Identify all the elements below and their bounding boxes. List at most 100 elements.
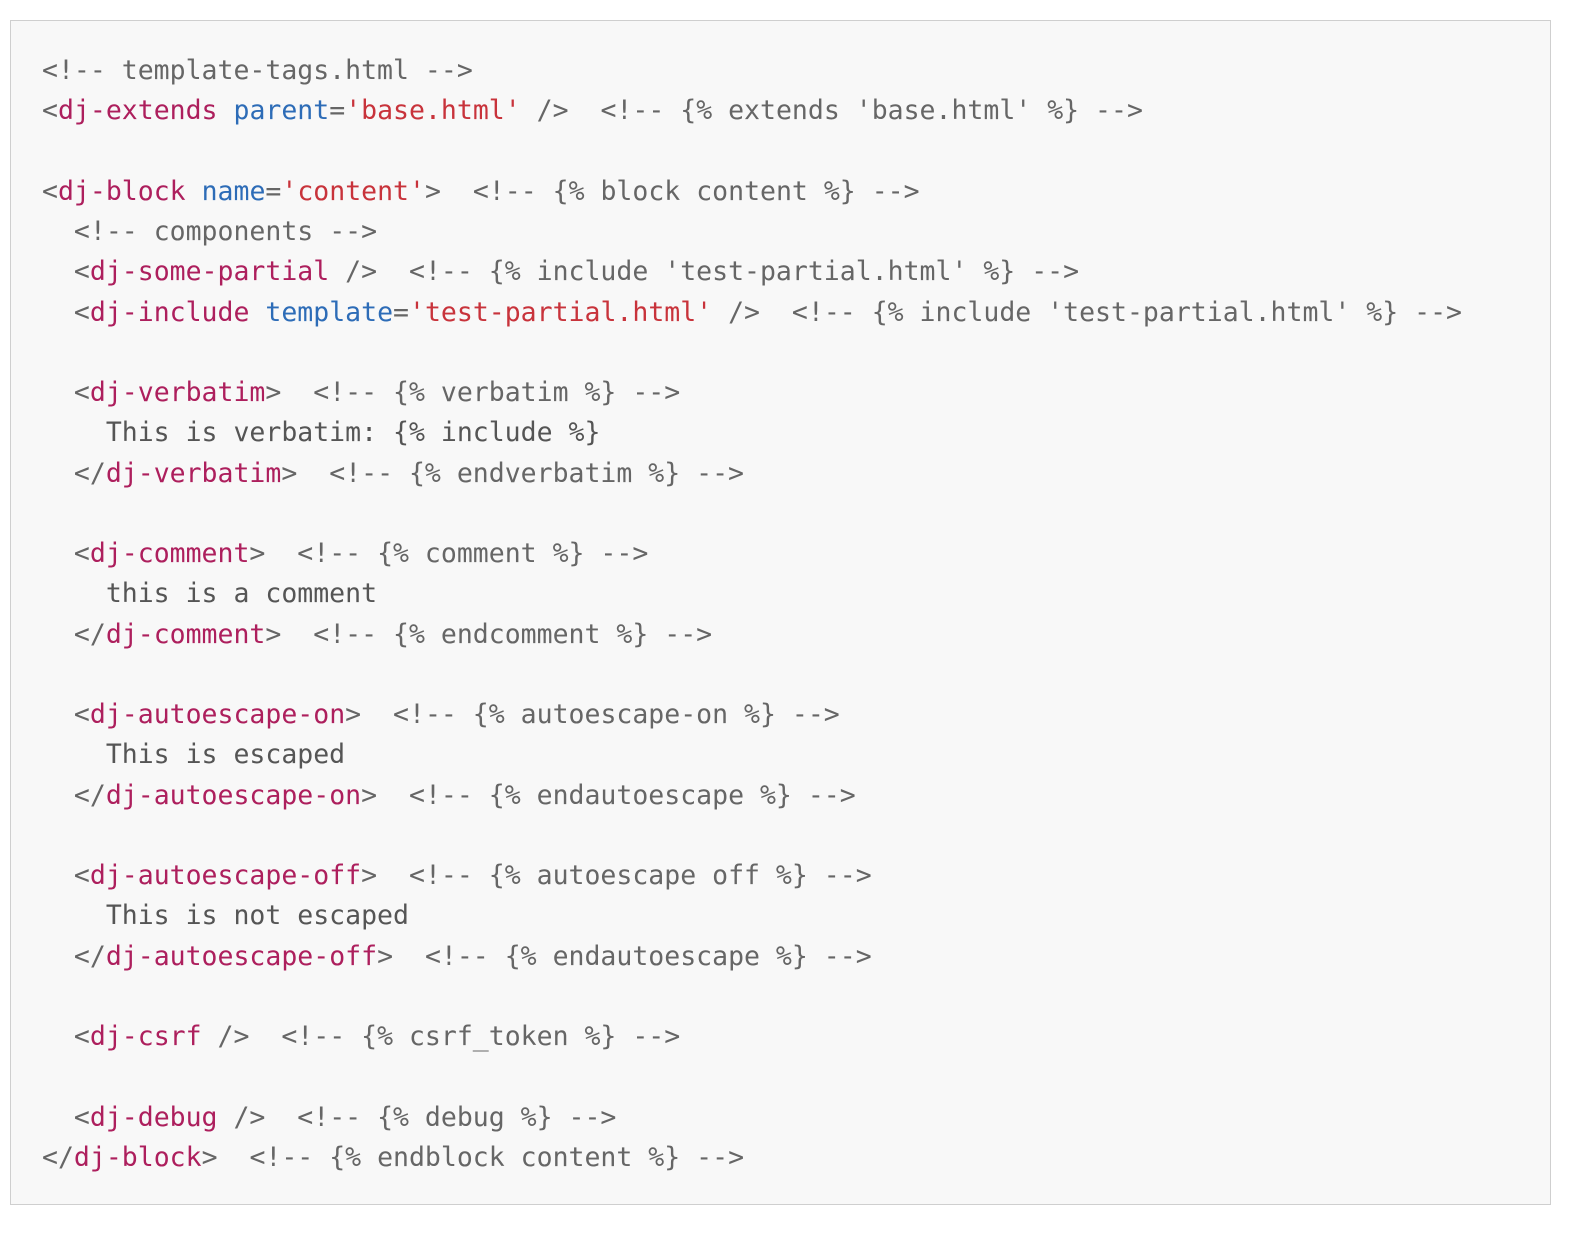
code-punctuation: < — [42, 699, 90, 730]
code-tag-name: dj-autoescape-on — [89, 699, 346, 730]
code-punctuation: < — [42, 1021, 90, 1052]
code-punctuation: </ — [42, 618, 106, 650]
code-string: 'test-partial.html' — [409, 296, 713, 328]
code-line: <dj-include template='test-partial.html'… — [42, 293, 1462, 333]
code-tag-name: dj-include — [89, 296, 250, 328]
code-tag-name: dj-comment — [105, 618, 266, 650]
code-line: <dj-autoescape-on> <!-- {% autoescape-on… — [42, 695, 1462, 735]
code-text: This is not escaped — [42, 900, 409, 932]
code-comment: <!-- {% autoescape off %} --> — [408, 860, 872, 891]
code-punctuation: /> — [329, 256, 409, 288]
code-line: </dj-autoescape-on> <!-- {% endautoescap… — [42, 776, 1462, 816]
code-punctuation: > — [424, 175, 473, 207]
code-punctuation: </ — [42, 457, 106, 489]
code-punctuation: < — [42, 538, 90, 569]
code-punctuation: /> — [217, 1101, 298, 1133]
code-punctuation: /> — [712, 296, 792, 328]
code-punctuation: < — [42, 296, 90, 328]
code-tag-name: dj-verbatim — [89, 377, 266, 408]
code-punctuation: < — [42, 175, 58, 207]
code-tag-name: dj-csrf — [89, 1021, 202, 1052]
code-line — [42, 1057, 1462, 1097]
code-line: <dj-verbatim> <!-- {% verbatim %} --> — [42, 373, 1462, 413]
code-line — [42, 494, 1462, 534]
code-line — [42, 816, 1462, 856]
code-line — [42, 977, 1462, 1017]
code-punctuation: /> — [201, 1021, 282, 1052]
code-punctuation: </ — [42, 1141, 74, 1173]
code-line: This is escaped — [42, 735, 1462, 775]
code-block: <!-- template-tags.html --><dj-extends p… — [10, 20, 1551, 1205]
code-tag-name: dj-comment — [89, 538, 250, 569]
code-line: </dj-verbatim> <!-- {% endverbatim %} --… — [42, 454, 1462, 494]
code-tag-name: dj-autoescape-off — [89, 860, 362, 891]
code-comment: <!-- {% block content %} --> — [472, 175, 920, 207]
code-punctuation: > — [281, 457, 330, 489]
code-comment: <!-- {% endverbatim %} --> — [329, 457, 745, 489]
code-punctuation: > — [265, 377, 314, 408]
code-comment: <!-- {% csrf_token %} --> — [281, 1021, 681, 1052]
code-punctuation: < — [42, 377, 90, 408]
code-line: <dj-debug /> <!-- {% debug %} --> — [42, 1098, 1462, 1138]
code-punctuation: = — [265, 175, 282, 207]
code-punctuation: > — [249, 538, 298, 569]
code-comment: <!-- {% autoescape-on %} --> — [393, 699, 840, 730]
code-comment: <!-- components --> — [73, 216, 378, 247]
code-line: </dj-autoescape-off> <!-- {% endautoesca… — [42, 937, 1462, 977]
code-line: This is not escaped — [42, 896, 1462, 936]
code-tag-name: dj-debug — [89, 1101, 218, 1133]
code-punctuation: < — [42, 95, 58, 127]
code-comment: <!-- {% endblock content %} --> — [249, 1141, 745, 1173]
code-line — [42, 132, 1462, 172]
code-punctuation: = — [329, 95, 346, 127]
code-comment: <!-- {% comment %} --> — [297, 538, 649, 569]
code-line: <dj-csrf /> <!-- {% csrf_token %} --> — [42, 1017, 1462, 1057]
code-line: <dj-some-partial /> <!-- {% include 'tes… — [42, 252, 1462, 292]
code-attribute-name: template — [265, 296, 394, 328]
code-punctuation: > — [361, 779, 409, 811]
code-comment: <!-- {% include 'test-partial.html' %} -… — [408, 256, 1080, 288]
code-punctuation — [218, 95, 234, 126]
code-tag-name: dj-some-partial — [89, 256, 330, 288]
code-string: 'base.html' — [345, 95, 521, 127]
code-line: </dj-comment> <!-- {% endcomment %} --> — [42, 615, 1462, 655]
code-punctuation — [42, 216, 74, 247]
code-line: <dj-block name='content'> <!-- {% block … — [42, 172, 1462, 212]
code-line: This is verbatim: {% include %} — [42, 413, 1462, 453]
code-text: This is escaped — [42, 739, 346, 771]
code-punctuation: < — [42, 256, 90, 288]
code-line: <dj-comment> <!-- {% comment %} --> — [42, 534, 1462, 574]
code-punctuation: > — [345, 699, 394, 730]
code-attribute-name: parent — [233, 95, 330, 127]
code-punctuation: > — [377, 940, 425, 972]
code-punctuation: /> — [520, 95, 601, 127]
code-punctuation: < — [42, 860, 90, 891]
code-line — [42, 333, 1462, 373]
code-punctuation: > — [201, 1141, 250, 1173]
code-comment: <!-- {% verbatim %} --> — [313, 377, 681, 408]
code-punctuation: </ — [42, 940, 106, 972]
code-listing: <!-- template-tags.html --><dj-extends p… — [42, 51, 1462, 1178]
code-tag-name: dj-extends — [57, 95, 218, 127]
code-comment: <!-- template-tags.html --> — [42, 55, 473, 86]
code-comment: <!-- {% endautoescape %} --> — [424, 940, 872, 972]
code-comment: <!-- {% endcomment %} --> — [313, 618, 713, 650]
code-tag-name: dj-autoescape-on — [105, 779, 362, 811]
code-punctuation: </ — [42, 779, 106, 811]
code-comment: <!-- {% include 'test-partial.html' %} -… — [791, 296, 1463, 328]
code-line — [42, 655, 1462, 695]
code-string: 'content' — [281, 175, 425, 207]
code-attribute-name: name — [201, 175, 266, 207]
code-punctuation: < — [42, 1101, 90, 1133]
code-tag-name: dj-block — [57, 175, 186, 207]
code-punctuation: = — [393, 296, 409, 328]
code-line: <!-- template-tags.html --> — [42, 51, 1462, 91]
code-tag-name: dj-block — [73, 1141, 202, 1173]
code-line: this is a comment — [42, 574, 1462, 614]
code-tag-name: dj-verbatim — [105, 457, 282, 489]
code-tag-name: dj-autoescape-off — [105, 940, 378, 972]
code-line: <dj-extends parent='base.html' /> <!-- {… — [42, 91, 1462, 131]
code-text: This is verbatim: {% include %} — [42, 417, 601, 449]
code-punctuation: > — [361, 860, 409, 891]
code-text: this is a comment — [42, 578, 378, 610]
